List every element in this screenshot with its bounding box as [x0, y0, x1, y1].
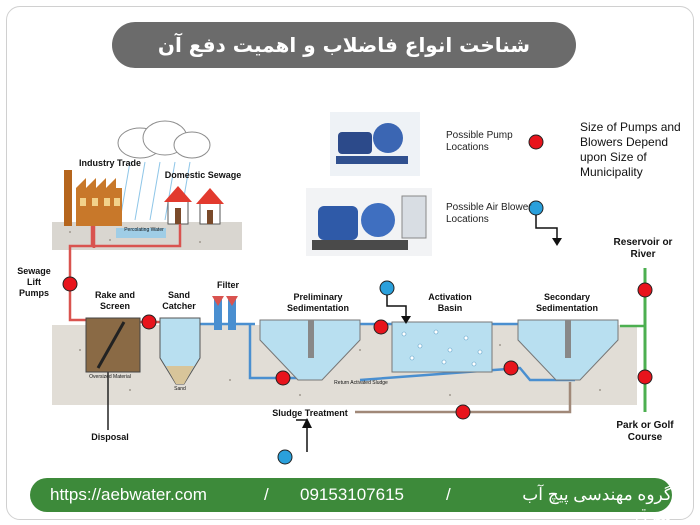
footer-website[interactable]: https://aebwater.com — [50, 485, 207, 505]
legend-blower-arrow — [536, 215, 557, 240]
label-filter: Filter — [210, 280, 246, 291]
factory — [64, 170, 122, 226]
label-park: Park or Golf Course — [610, 420, 680, 444]
legend-size-note: Size of Pumps and Blowers Depend upon Si… — [580, 120, 690, 180]
rake-screen-tank — [86, 318, 140, 372]
label-lift-pumps: Sewage Lift Pumps — [14, 266, 54, 299]
label-domestic: Domestic Sewage — [160, 170, 246, 181]
label-industry: Industry Trade — [62, 158, 158, 169]
label-return-sludge: Return Activated Sludge — [316, 380, 406, 386]
label-activation: Activation Basin — [418, 292, 482, 314]
blower-picture — [306, 188, 432, 256]
footer-separator-1: / — [264, 485, 269, 505]
label-disposal: Disposal — [86, 432, 134, 443]
label-sludge: Sludge Treatment — [262, 408, 358, 419]
legend-pump-label: Possible Pump Locations — [446, 130, 526, 154]
pump-picture — [330, 112, 420, 176]
footer-phone[interactable]: 09153107615 — [300, 485, 404, 505]
label-secondary: Secondary Sedimentation — [526, 292, 608, 314]
label-preliminary: Preliminary Sedimentation — [278, 292, 358, 314]
houses — [164, 186, 224, 224]
footer-company: گروه مهندسی پیچ آب شرق — [482, 485, 672, 525]
label-oversized: Oversized Material — [88, 374, 132, 380]
blower-arrow — [387, 295, 406, 318]
label-sand-small: Sand — [170, 386, 190, 392]
label-reservoir: Reservoir or River — [608, 237, 678, 261]
footer-separator-2: / — [446, 485, 451, 505]
label-rake: Rake and Screen — [88, 290, 142, 312]
label-percolating: Percolating Water — [116, 227, 172, 234]
activation-basin-tank — [392, 322, 492, 372]
legend-pump-marker — [529, 135, 543, 149]
footer-bar: https://aebwater.com / 09153107615 / گرو… — [30, 478, 672, 512]
legend-blower-label: Possible Air Blower Locations — [446, 202, 532, 226]
clouds — [118, 121, 210, 158]
label-sand: Sand Catcher — [154, 290, 204, 312]
